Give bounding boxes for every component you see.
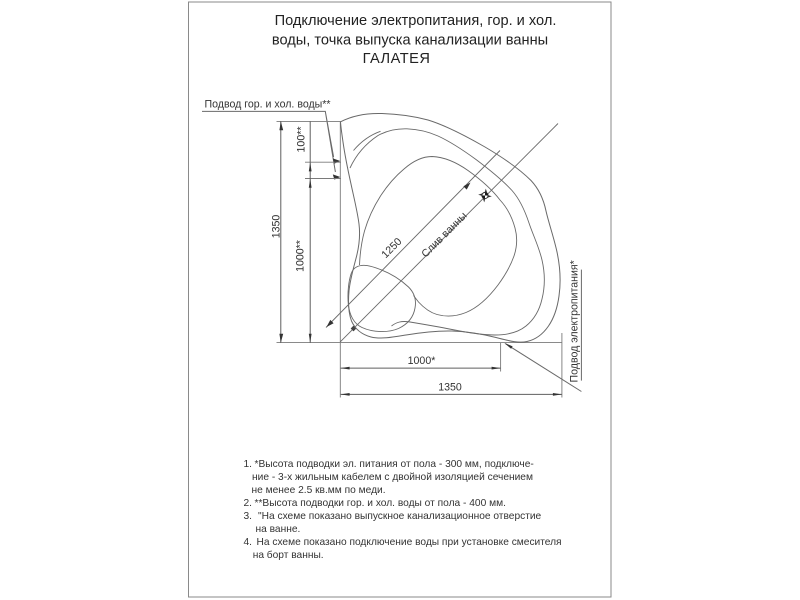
svg-text:не менее 2.5 кв.мм по меди.: не менее 2.5 кв.мм по меди. [252, 485, 386, 496]
svg-text:На схеме показано подключение: На схеме показано подключение воды при у… [257, 537, 562, 548]
svg-text:1350: 1350 [438, 382, 462, 394]
svg-text:на ванне.: на ванне. [256, 524, 301, 535]
svg-text:*Высота подводки эл. питания о: *Высота подводки эл. питания от пола - 3… [255, 459, 534, 470]
svg-text:Подвод электропитания*: Подвод электропитания* [569, 260, 581, 382]
svg-text:**Высота подводки гор. и хол.: **Высота подводки гор. и хол. воды от по… [255, 498, 506, 509]
svg-text:"На схеме показано выпускное к: "На схеме показано выпускное канализацио… [258, 511, 542, 522]
svg-text:1000**: 1000** [295, 240, 307, 272]
svg-text:1.: 1. [244, 459, 253, 470]
svg-text:3.: 3. [244, 511, 253, 522]
svg-text:1000*: 1000* [408, 355, 436, 367]
svg-text:4.: 4. [244, 537, 253, 548]
svg-text:ние - 3-х жильным кабелем с дв: ние - 3-х жильным кабелем с двойной изол… [252, 471, 533, 483]
svg-text:Подключение электропитания, го: Подключение электропитания, гор. и хол. [275, 13, 557, 29]
svg-text:100**: 100** [296, 127, 308, 153]
svg-text:2.: 2. [244, 498, 253, 509]
svg-text:на борт ванны.: на борт ванны. [253, 549, 324, 561]
svg-text:Подвод гор. и хол. воды**: Подвод гор. и хол. воды** [205, 98, 331, 110]
svg-text:воды, точка выпуска канализаци: воды, точка выпуска канализации ванны [272, 33, 548, 49]
svg-text:ГАЛАТЕЯ: ГАЛАТЕЯ [363, 51, 431, 67]
svg-text:1350: 1350 [271, 215, 283, 239]
